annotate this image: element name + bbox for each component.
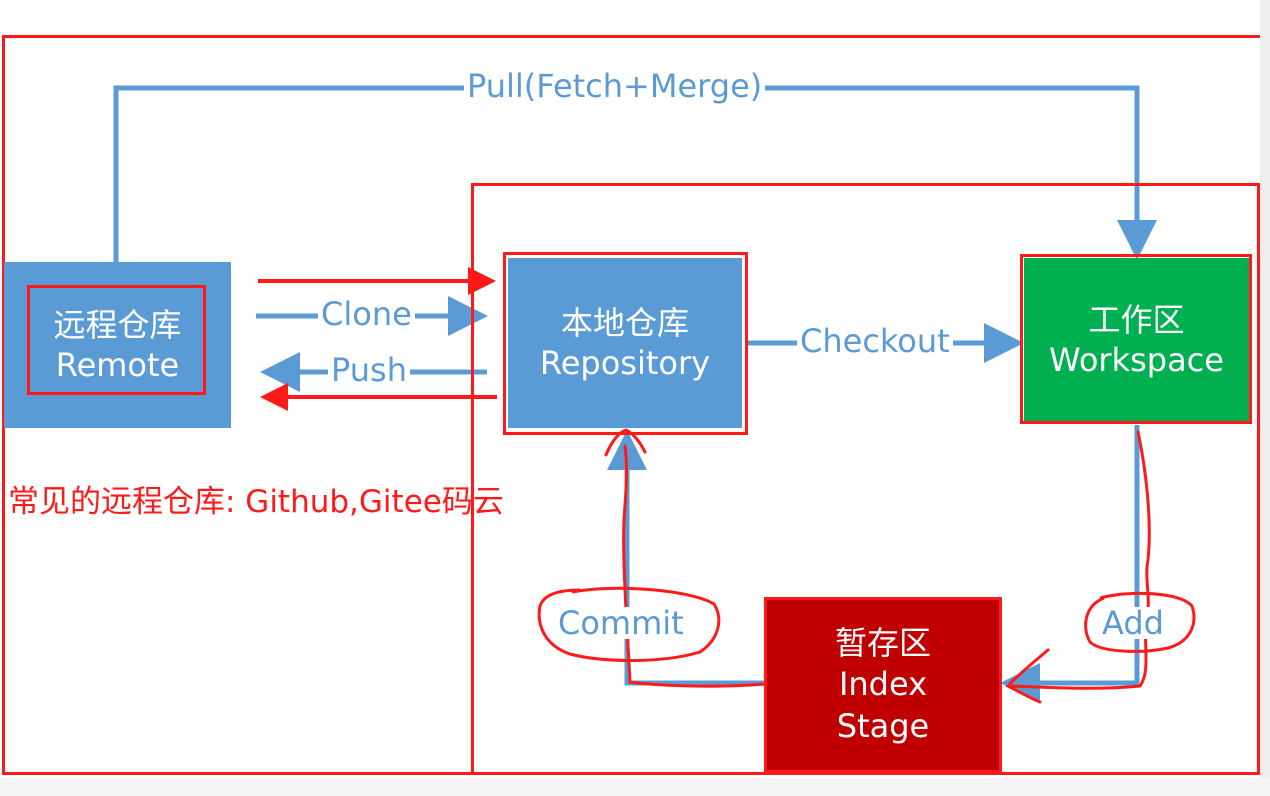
commit-circle <box>537 586 721 662</box>
common-remotes-note: 常见的远程仓库: Github,Gitee码云 <box>8 484 504 520</box>
repository-highlight <box>503 252 748 435</box>
add-label: Add <box>1099 607 1167 639</box>
scrollbar-track[interactable] <box>1260 0 1270 796</box>
workspace-node: 工作区 Workspace <box>1024 258 1249 422</box>
local-frame <box>471 183 1260 775</box>
remote-label-cn: 远程仓库 <box>53 306 182 344</box>
checkout-label: Checkout <box>797 325 953 357</box>
pull-label: Pull(Fetch+Merge) <box>464 70 766 102</box>
repository-label-cn: 本地仓库 <box>560 304 689 342</box>
push-label: Push <box>328 354 410 386</box>
workspace-label-cn: 工作区 <box>1088 301 1185 339</box>
index-highlight <box>764 597 1002 773</box>
repository-node: 本地仓库 Repository <box>508 258 742 428</box>
index-node: 暂存区 Index Stage <box>767 600 999 770</box>
commit-arrow <box>607 430 770 686</box>
clone-label: Clone <box>318 298 415 330</box>
workspace-highlight <box>1020 254 1252 424</box>
repository-label-en: Repository <box>539 344 711 382</box>
workspace-label-en: Workspace <box>1049 341 1224 379</box>
index-label-cn: 暂存区 <box>834 623 931 662</box>
remote-highlight <box>27 285 206 395</box>
remote-label-en: Remote <box>55 346 180 384</box>
commit-label: Commit <box>555 607 687 639</box>
add-arrow <box>1000 425 1140 703</box>
stage-label-en: Stage <box>836 706 930 745</box>
index-label-en: Index <box>838 665 928 704</box>
bottom-strip <box>0 778 1270 796</box>
add-circle <box>1084 591 1196 653</box>
remote-node: 远程仓库 Remote <box>4 262 231 428</box>
